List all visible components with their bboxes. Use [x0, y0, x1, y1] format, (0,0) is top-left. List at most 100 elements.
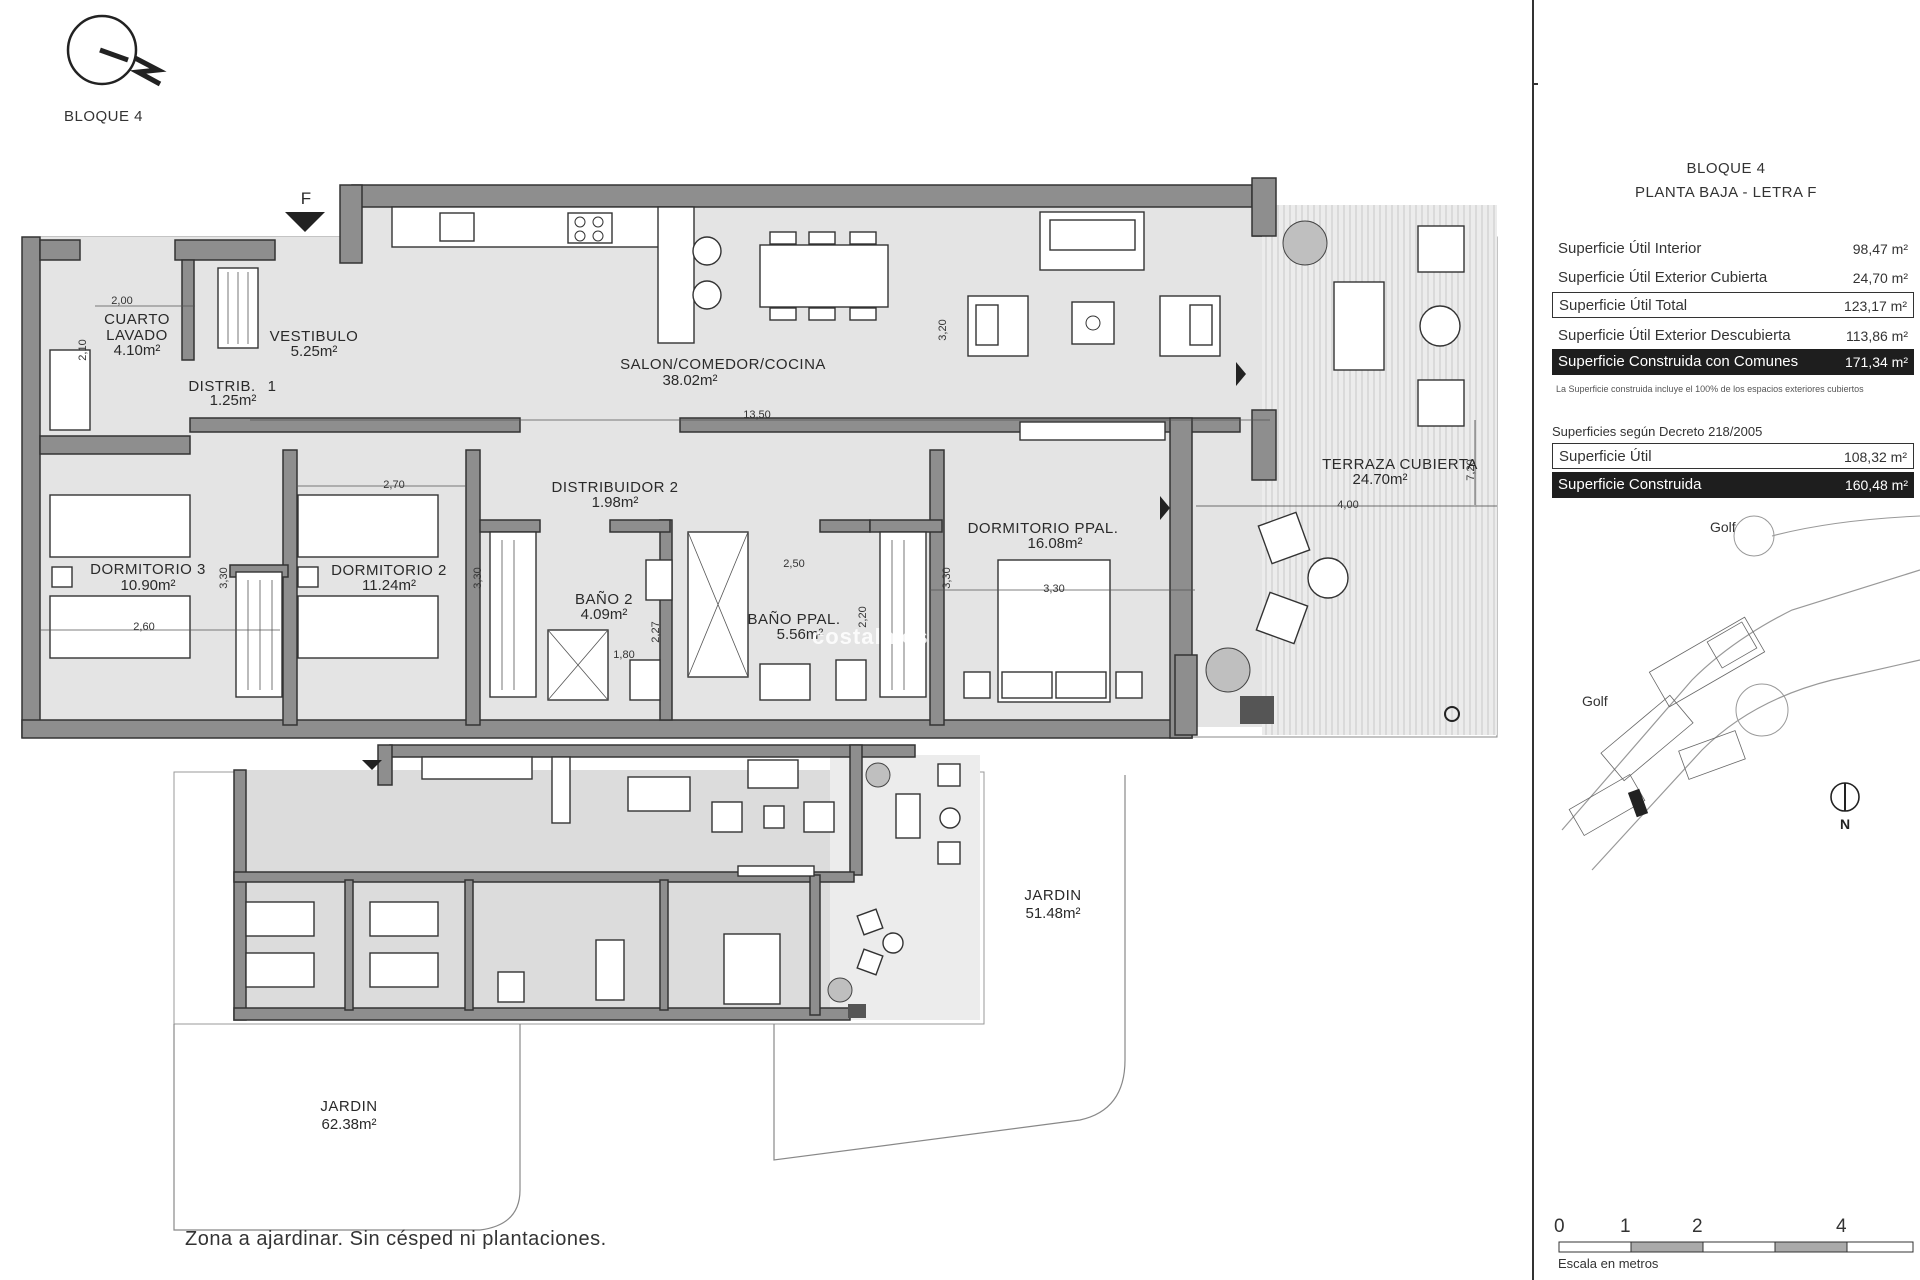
surface-value-4: 113,86 m²	[1846, 328, 1908, 344]
small-walls	[233, 744, 916, 1021]
dim-2-50: 2,50	[783, 558, 804, 570]
dim-4-00: 4,00	[1337, 499, 1358, 511]
decree-label-2: Superficie Construida	[1558, 476, 1702, 493]
decree-value-1: 108,32 m²	[1843, 449, 1907, 465]
area-salon: 38.02m²	[662, 372, 717, 389]
dim-1-80: 1,80	[613, 649, 634, 661]
area-bano2: 4.09m²	[581, 606, 628, 623]
laundry	[49, 267, 259, 431]
label-cuarto-1: CUARTO	[104, 311, 170, 328]
room-labels: CUARTO LAVADO 4.10m² VESTIBULO 5.25m² SA…	[90, 189, 1478, 1133]
bedroom-3	[49, 494, 283, 698]
entry-letter: F	[301, 189, 311, 208]
surface-label-3: Superficie Útil Total	[1559, 297, 1688, 314]
scale-bar-graphic	[1558, 1241, 1914, 1253]
main-plan	[21, 177, 1498, 739]
scale-tick-4: 4	[1836, 1216, 1847, 1237]
dim-3-30-d: 3,30	[1043, 583, 1064, 595]
area-dormitorio-ppal: 16.08m²	[1027, 535, 1082, 552]
surface-value-2: 24,70 m²	[1852, 270, 1908, 286]
dim-2-27: 2,27	[650, 621, 662, 642]
dim-2-70: 2,70	[383, 479, 404, 491]
area-dormitorio3: 10.90m²	[120, 577, 175, 594]
dim-3-30-b: 3,30	[472, 567, 484, 588]
surface-row-1: Superficie Útil Interior 98,47 m²	[1552, 236, 1914, 262]
area-bano-ppal: 5.56m²	[777, 626, 824, 643]
label-dormitorio2: DORMITORIO 2	[331, 562, 447, 579]
area-jardin-right: 51.48m²	[1025, 905, 1080, 922]
surface-note: La Superficie construida incluye el 100%…	[1556, 384, 1864, 394]
decree-value-2: 160,48 m²	[1844, 477, 1908, 493]
label-jardin-left: JARDIN	[320, 1098, 377, 1115]
dim-2-20: 2,20	[857, 606, 869, 627]
dim-3-30-a: 3,30	[218, 567, 230, 588]
area-dormitorio2: 11.24m²	[362, 577, 416, 594]
label-terraza: TERRAZA CUBIERTA	[1322, 456, 1478, 473]
surface-label-2: Superficie Útil Exterior Cubierta	[1558, 269, 1768, 286]
decree-row-2: Superficie Construida 160,48 m²	[1552, 472, 1914, 498]
site-map: Golf Golf N	[1561, 515, 1920, 871]
north-compass-icon	[66, 14, 167, 87]
kitchen	[391, 206, 722, 344]
label-distribuidor2: DISTRIBUIDOR 2	[551, 479, 678, 496]
scale-tick-1: 1	[1620, 1216, 1631, 1237]
dimension-labels: 2,00 2,10 13,50 3,20 2,70 3,30 3,30 2,60…	[77, 295, 1477, 661]
dim-2-00: 2,00	[111, 295, 132, 307]
area-lavado: 4.10m²	[114, 342, 161, 359]
decree-label-1: Superficie Útil	[1559, 448, 1652, 465]
map-golf-left: Golf	[1582, 693, 1608, 709]
panel-lines	[1532, 0, 1538, 1280]
dim-13-50: 13,50	[743, 409, 771, 421]
dim-2-60: 2,60	[133, 621, 154, 633]
panel-title-line1: BLOQUE 4	[1686, 160, 1766, 177]
surface-row-2: Superficie Útil Exterior Cubierta 24,70 …	[1552, 265, 1914, 291]
entry-marker-icon	[285, 212, 325, 232]
terrace-furniture	[1196, 220, 1497, 724]
master-bedroom	[879, 496, 1170, 703]
surface-value-5: 171,34 m²	[1844, 354, 1908, 370]
dim-3-20: 3,20	[937, 319, 949, 340]
dining-table	[759, 231, 889, 321]
panel-title-line2: PLANTA BAJA - LETRA F	[1635, 184, 1817, 201]
area-jardin-left: 62.38m²	[321, 1116, 376, 1133]
dimension-lines	[40, 305, 1270, 631]
scale-tick-0: 0	[1554, 1216, 1565, 1237]
label-bano2: BAÑO 2	[575, 591, 633, 608]
bedroom-2	[297, 494, 537, 698]
label-jardin-right: JARDIN	[1024, 887, 1081, 904]
area-distribuidor2: 1.98m²	[592, 494, 639, 511]
label-distrib1: DISTRIB.	[188, 378, 255, 395]
surface-value-3: 123,17 m²	[1843, 298, 1907, 314]
surface-row-5: Superficie Construida con Comunes 171,34…	[1552, 349, 1914, 375]
surface-value-1: 98,47 m²	[1852, 241, 1908, 257]
surface-label-1: Superficie Útil Interior	[1558, 240, 1702, 257]
walls	[21, 177, 1277, 739]
map-north-letter: N	[1840, 816, 1850, 832]
living-area	[967, 211, 1246, 441]
surface-row-3: Superficie Útil Total 123,17 m²	[1552, 292, 1914, 318]
area-terraza: 24.70m²	[1352, 471, 1407, 488]
label-distrib1-number: 1	[268, 378, 277, 395]
label-lavado: LAVADO	[106, 327, 168, 344]
area-distrib1: 1.25m²	[210, 392, 257, 409]
watermark: costalmes	[812, 624, 929, 649]
decree-row-1: Superficie Útil 108,32 m²	[1552, 443, 1914, 469]
block-label: BLOQUE 4	[64, 108, 144, 125]
area-vestibulo: 5.25m²	[291, 343, 338, 360]
map-golf-top: Golf	[1710, 519, 1736, 535]
info-panel: BLOQUE 4 PLANTA BAJA - LETRA F Superfici…	[1532, 0, 1920, 1280]
scale-tick-2: 2	[1692, 1216, 1703, 1237]
map-north-icon: N	[1830, 782, 1860, 832]
surface-row-4: Superficie Útil Exterior Descubierta 113…	[1552, 323, 1914, 349]
garden-note: Zona a ajardinar. Sin césped ni plantaci…	[185, 1228, 607, 1250]
scale-caption: Escala en metros	[1558, 1256, 1659, 1271]
surface-label-4: Superficie Útil Exterior Descubierta	[1558, 327, 1791, 344]
label-vestibulo: VESTIBULO	[270, 328, 359, 345]
label-dormitorio3: DORMITORIO 3	[90, 561, 206, 578]
dim-2-10: 2,10	[77, 339, 89, 360]
small-plan	[173, 744, 1126, 1231]
label-dormitorio-ppal: DORMITORIO PPAL.	[968, 520, 1119, 537]
decree-title: Superficies según Decreto 218/2005	[1552, 424, 1763, 439]
label-bano-ppal: BAÑO PPAL.	[747, 611, 840, 628]
